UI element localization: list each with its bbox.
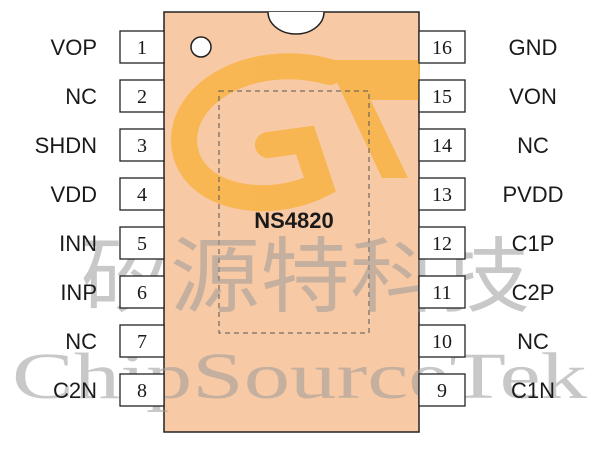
pin-label-7: NC (65, 329, 97, 354)
pin-box-1 (119, 30, 165, 64)
pin-box-16 (418, 30, 466, 64)
pin-label-5: INN (59, 231, 97, 256)
pin-label-16: GND (509, 35, 558, 60)
pin-label-3: SHDN (35, 133, 97, 158)
pin-box-6 (119, 275, 165, 309)
pin-number-14: 14 (432, 135, 452, 157)
pin-label-9: C1N (511, 378, 555, 403)
pin-box-9 (418, 373, 466, 407)
pin-label-8: C2N (53, 378, 97, 403)
logo-g-shape (171, 53, 343, 212)
pin-box-5 (119, 226, 165, 260)
pin-label-1: VOP (51, 35, 97, 60)
company-logo (171, 53, 420, 212)
pin-number-4: 4 (137, 184, 147, 206)
pin-label-10: NC (517, 329, 549, 354)
pin-box-14 (418, 128, 466, 162)
pin-box-10 (418, 324, 466, 358)
pin-number-10: 10 (432, 331, 452, 353)
pin-label-15: VON (509, 84, 557, 109)
pin-box-8 (119, 373, 165, 407)
pin-label-4: VDD (51, 182, 97, 207)
pin-box-7 (119, 324, 165, 358)
part-number: NS4820 (254, 208, 334, 233)
pin-box-3 (119, 128, 165, 162)
pin-number-5: 5 (137, 233, 147, 255)
pin-number-1: 1 (137, 37, 147, 59)
pin-box-15 (418, 79, 466, 113)
pin-box-2 (119, 79, 165, 113)
pin-number-12: 12 (432, 233, 452, 255)
pin-label-6: INP (60, 280, 97, 305)
chip-notch (267, 11, 325, 35)
pin-label-11: C2P (512, 280, 555, 305)
pin-one-marker (190, 36, 212, 58)
pin-number-9: 9 (437, 380, 447, 402)
pin-number-3: 3 (137, 135, 147, 157)
pin-box-12 (418, 226, 466, 260)
pin-number-13: 13 (432, 184, 452, 206)
pin-number-8: 8 (137, 380, 147, 402)
pin-number-7: 7 (137, 331, 147, 353)
pin-number-6: 6 (137, 282, 147, 304)
die-pad-outline (218, 90, 370, 334)
pin-box-13 (418, 177, 466, 211)
pin-label-14: NC (517, 133, 549, 158)
pin-number-16: 16 (432, 37, 452, 59)
pin-number-15: 15 (432, 86, 452, 108)
pin-box-4 (119, 177, 165, 211)
pin-number-2: 2 (137, 86, 147, 108)
pin-label-12: C1P (512, 231, 555, 256)
pin-number-11: 11 (432, 282, 451, 304)
pin-box-11 (418, 275, 466, 309)
pin-label-2: NC (65, 84, 97, 109)
logo-t-stem (335, 78, 408, 178)
pin-label-13: PVDD (502, 182, 563, 207)
watermark-english: ChipSourceTek (12, 340, 587, 413)
